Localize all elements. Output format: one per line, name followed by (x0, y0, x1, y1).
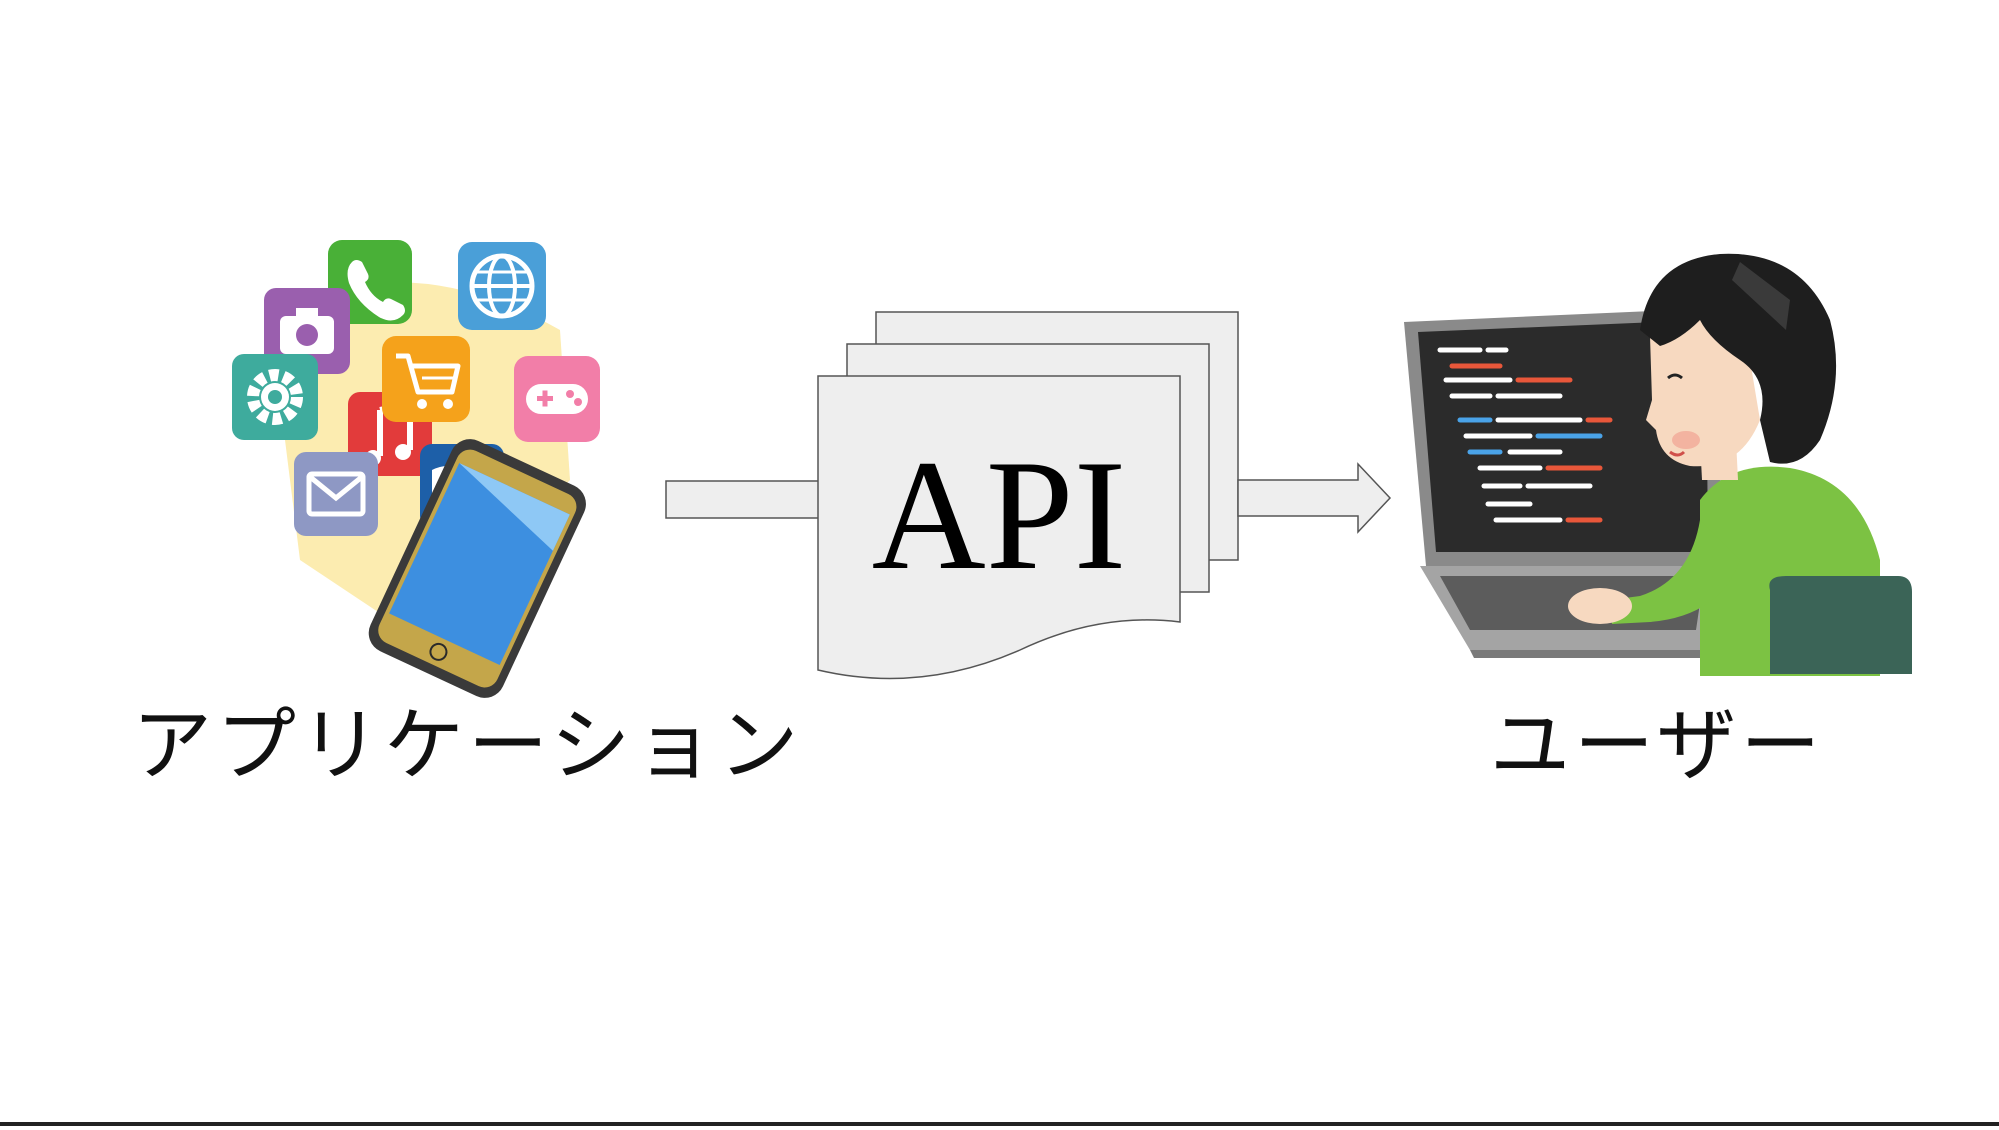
application-label: アプリケーション (132, 699, 803, 792)
mail-icon (294, 452, 378, 536)
user-illustration (1404, 253, 1912, 676)
api-label: API (872, 428, 1127, 603)
arrow-right (1237, 462, 1392, 534)
gear-icon (232, 354, 318, 440)
code-screen (1437, 347, 1613, 523)
programmer-icon (1568, 253, 1912, 676)
game-controller-icon (514, 356, 600, 442)
connector-bar (665, 480, 827, 519)
smartphone-icon (368, 439, 586, 698)
document-front (817, 375, 1181, 680)
api-document-stack: API (817, 311, 1239, 680)
bottom-border (0, 1122, 1999, 1126)
globe-icon (458, 242, 546, 330)
application-illustration (232, 240, 600, 698)
camera-icon (264, 288, 350, 374)
user-label: ユーザー (1490, 699, 1825, 792)
cart-icon (382, 336, 470, 422)
